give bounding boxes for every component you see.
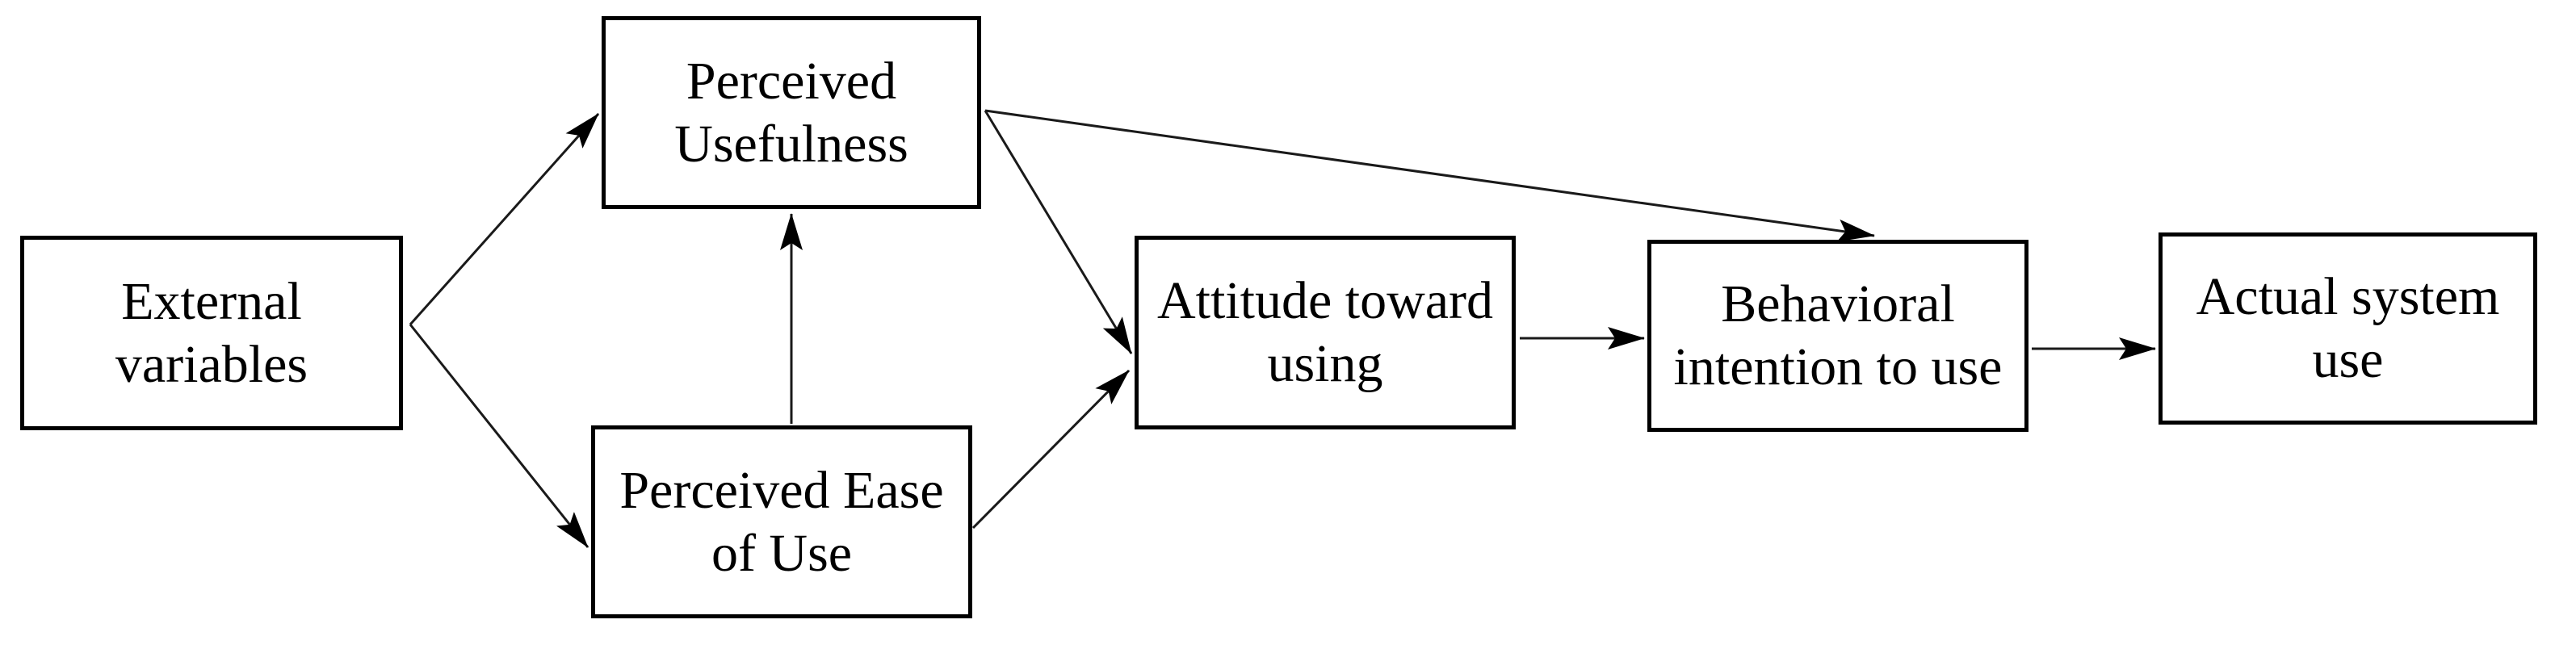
node-perceived-usefulness-label: Perceived Usefulness: [674, 51, 908, 174]
node-behavioral-intention-to-use: Behavioral intention to use: [1647, 240, 2028, 432]
node-attitude-toward-using-label: Attitude toward using: [1156, 271, 1494, 393]
node-external-variables: External variables: [20, 236, 403, 430]
arrow-perceived-usefulness-to-behavioral-intention: [984, 109, 1875, 242]
node-actual-system-use: Actual system use: [2159, 232, 2537, 425]
node-behavioral-intention-to-use-label: Behavioral intention to use: [1673, 274, 2003, 396]
node-external-variables-label: External variables: [115, 271, 308, 394]
node-attitude-toward-using: Attitude toward using: [1135, 236, 1516, 429]
node-perceived-ease-of-use-label: Perceived Ease of Use: [619, 460, 944, 583]
arrow-external-to-perceived-usefulness: [409, 113, 600, 325]
node-perceived-ease-of-use: Perceived Ease of Use: [591, 425, 972, 618]
node-perceived-usefulness: Perceived Usefulness: [602, 16, 981, 209]
arrow-perceived-ease-to-attitude: [971, 369, 1131, 530]
arrow-perceived-usefulness-to-attitude: [984, 110, 1133, 354]
node-actual-system-use-label: Actual system use: [2196, 267, 2500, 389]
arrow-external-to-perceived-ease: [409, 324, 589, 548]
